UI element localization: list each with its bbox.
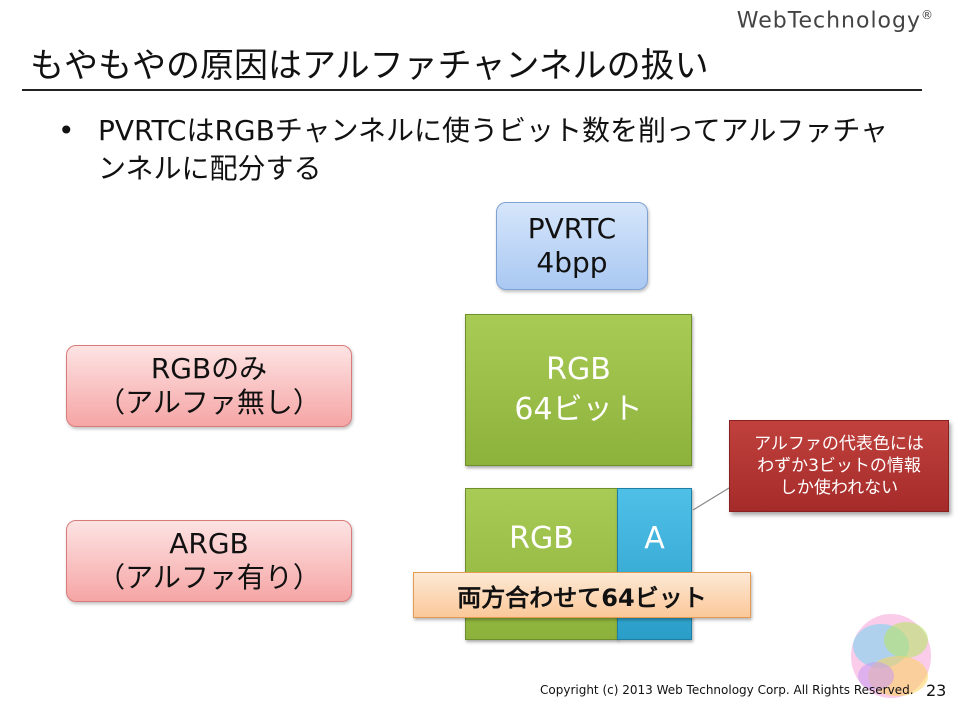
rgb-only-label-line1: RGBのみ <box>150 352 268 385</box>
rgb-block-label: RGB <box>546 352 611 387</box>
rgb-block-bits: 64ビット <box>514 392 643 427</box>
callout-line1: アルファの代表色には <box>754 434 924 454</box>
argb-rgb-label: RGB <box>509 521 574 556</box>
rgb-only-label: RGBのみ （アルファ無し） <box>66 345 352 427</box>
callout-line3: しか使われない <box>779 478 899 498</box>
registered-mark: ® <box>921 8 934 22</box>
pvrtc-format-box: PVRTC 4bpp <box>496 202 648 290</box>
format-bitrate: 4bpp <box>536 246 608 279</box>
format-name: PVRTC <box>527 212 617 245</box>
page-number: 23 <box>926 681 947 700</box>
rgb-only-block: RGB 64ビット <box>465 314 692 466</box>
alpha-label: A <box>644 521 665 556</box>
alpha-callout: アルファの代表色には わずか3ビットの情報 しか使われない <box>729 420 949 512</box>
bullet-dot-icon: • <box>58 114 75 147</box>
bullet-list: • PVRTCはRGBチャンネルに使うビット数を削ってアルファチャンネルに配分す… <box>58 112 898 188</box>
logo-text: WebTechnology <box>736 8 921 34</box>
bullet-item: • PVRTCはRGBチャンネルに使うビット数を削ってアルファチャンネルに配分す… <box>58 112 898 188</box>
copyright-text: Copyright (c) 2013 Web Technology Corp. … <box>540 683 914 697</box>
argb-label-line2: （アルファ有り） <box>97 561 321 594</box>
rgb-only-label-line2: （アルファ無し） <box>97 386 321 419</box>
callout-line2: わずか3ビットの情報 <box>757 456 921 476</box>
total-bits-label: 両方合わせて64ビット <box>457 583 707 612</box>
decorative-swirl-icon <box>851 614 931 698</box>
slide-title: もやもやの原因はアルファチャンネルの扱い <box>30 46 709 86</box>
bullet-text: PVRTCはRGBチャンネルに使うビット数を削ってアルファチャンネルに配分する <box>98 114 889 185</box>
argb-label-line1: ARGB <box>169 527 249 560</box>
total-bits-bar: 両方合わせて64ビット <box>413 572 751 618</box>
title-divider <box>22 89 922 91</box>
company-logo: WebTechnology® <box>737 8 934 33</box>
argb-label: ARGB （アルファ有り） <box>66 520 352 602</box>
